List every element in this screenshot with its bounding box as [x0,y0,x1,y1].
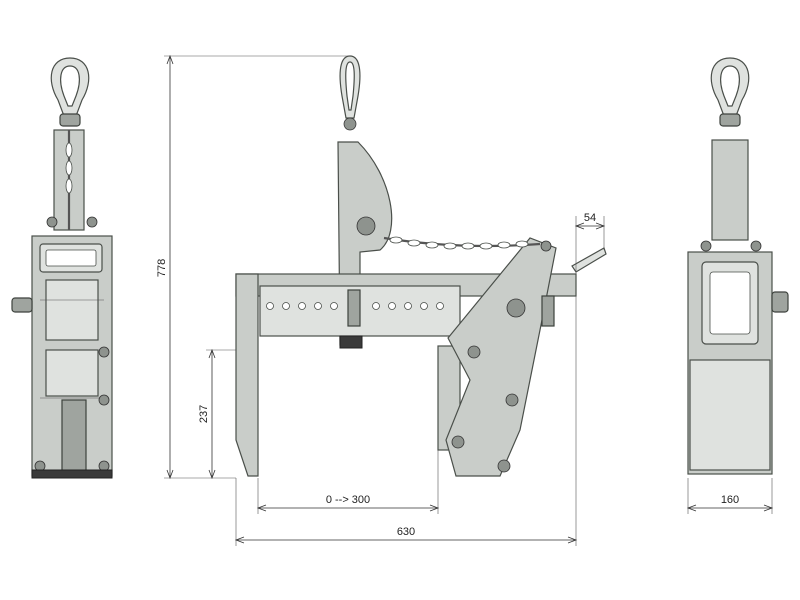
label-top-width: 54 [584,212,596,224]
shackle-pin [59,113,81,127]
front-lock-pin [11,297,33,313]
end-jaw-face [689,359,771,471]
lock-pin [347,289,361,327]
chain-link [65,178,73,194]
bolt-icon [86,216,98,228]
hanger-foot [339,335,363,349]
label-overall-length: 630 [397,526,415,538]
side-elevation-view [235,55,607,477]
end-view [687,57,789,475]
dimension-overall-length [234,296,578,546]
shackle-icon [710,57,750,117]
end-handle-opening [709,271,751,335]
chain-link [65,160,73,176]
front-handle-opening [45,249,97,267]
front-view [11,57,113,479]
bolt-icon [497,459,511,473]
label-jaw-height: 237 [198,405,210,423]
front-plate [45,279,99,341]
lever-lock-pin [541,295,555,327]
adjustment-holes [266,302,444,310]
dimension-jaw-height [206,348,236,480]
front-plate-lower [45,349,99,397]
bolt-icon [451,435,465,449]
front-rubber-pad [31,469,113,479]
pivot-bolt [356,216,376,236]
end-lock-pin [771,291,789,313]
end-hanger [711,139,749,241]
shackle-icon [50,57,90,117]
front-jaw [61,399,87,473]
bolt-icon [98,346,110,358]
fixed-jaw [235,273,259,477]
lever-pivot [506,298,526,318]
chain-link [65,142,73,158]
dimension-top-width [574,216,606,274]
bolt-icon [46,216,58,228]
label-adjust-range: 0 --> 300 [326,494,370,506]
label-overall-height: 778 [156,259,168,277]
label-side-width: 160 [721,494,739,506]
dimension-adjust-range [256,450,440,514]
shackle-pin [719,113,741,127]
release-handle [571,247,607,273]
shackle-icon [339,55,361,119]
bolt-icon [750,240,762,252]
dimension-overall-height [164,54,350,480]
shackle-bolt [343,117,357,131]
bolt-icon [505,393,519,407]
chain-links [389,236,529,250]
bolt-icon [467,345,481,359]
bolt-icon [540,240,552,252]
dimension-side-width [686,478,774,514]
bolt-icon [98,394,110,406]
bolt-icon [700,240,712,252]
